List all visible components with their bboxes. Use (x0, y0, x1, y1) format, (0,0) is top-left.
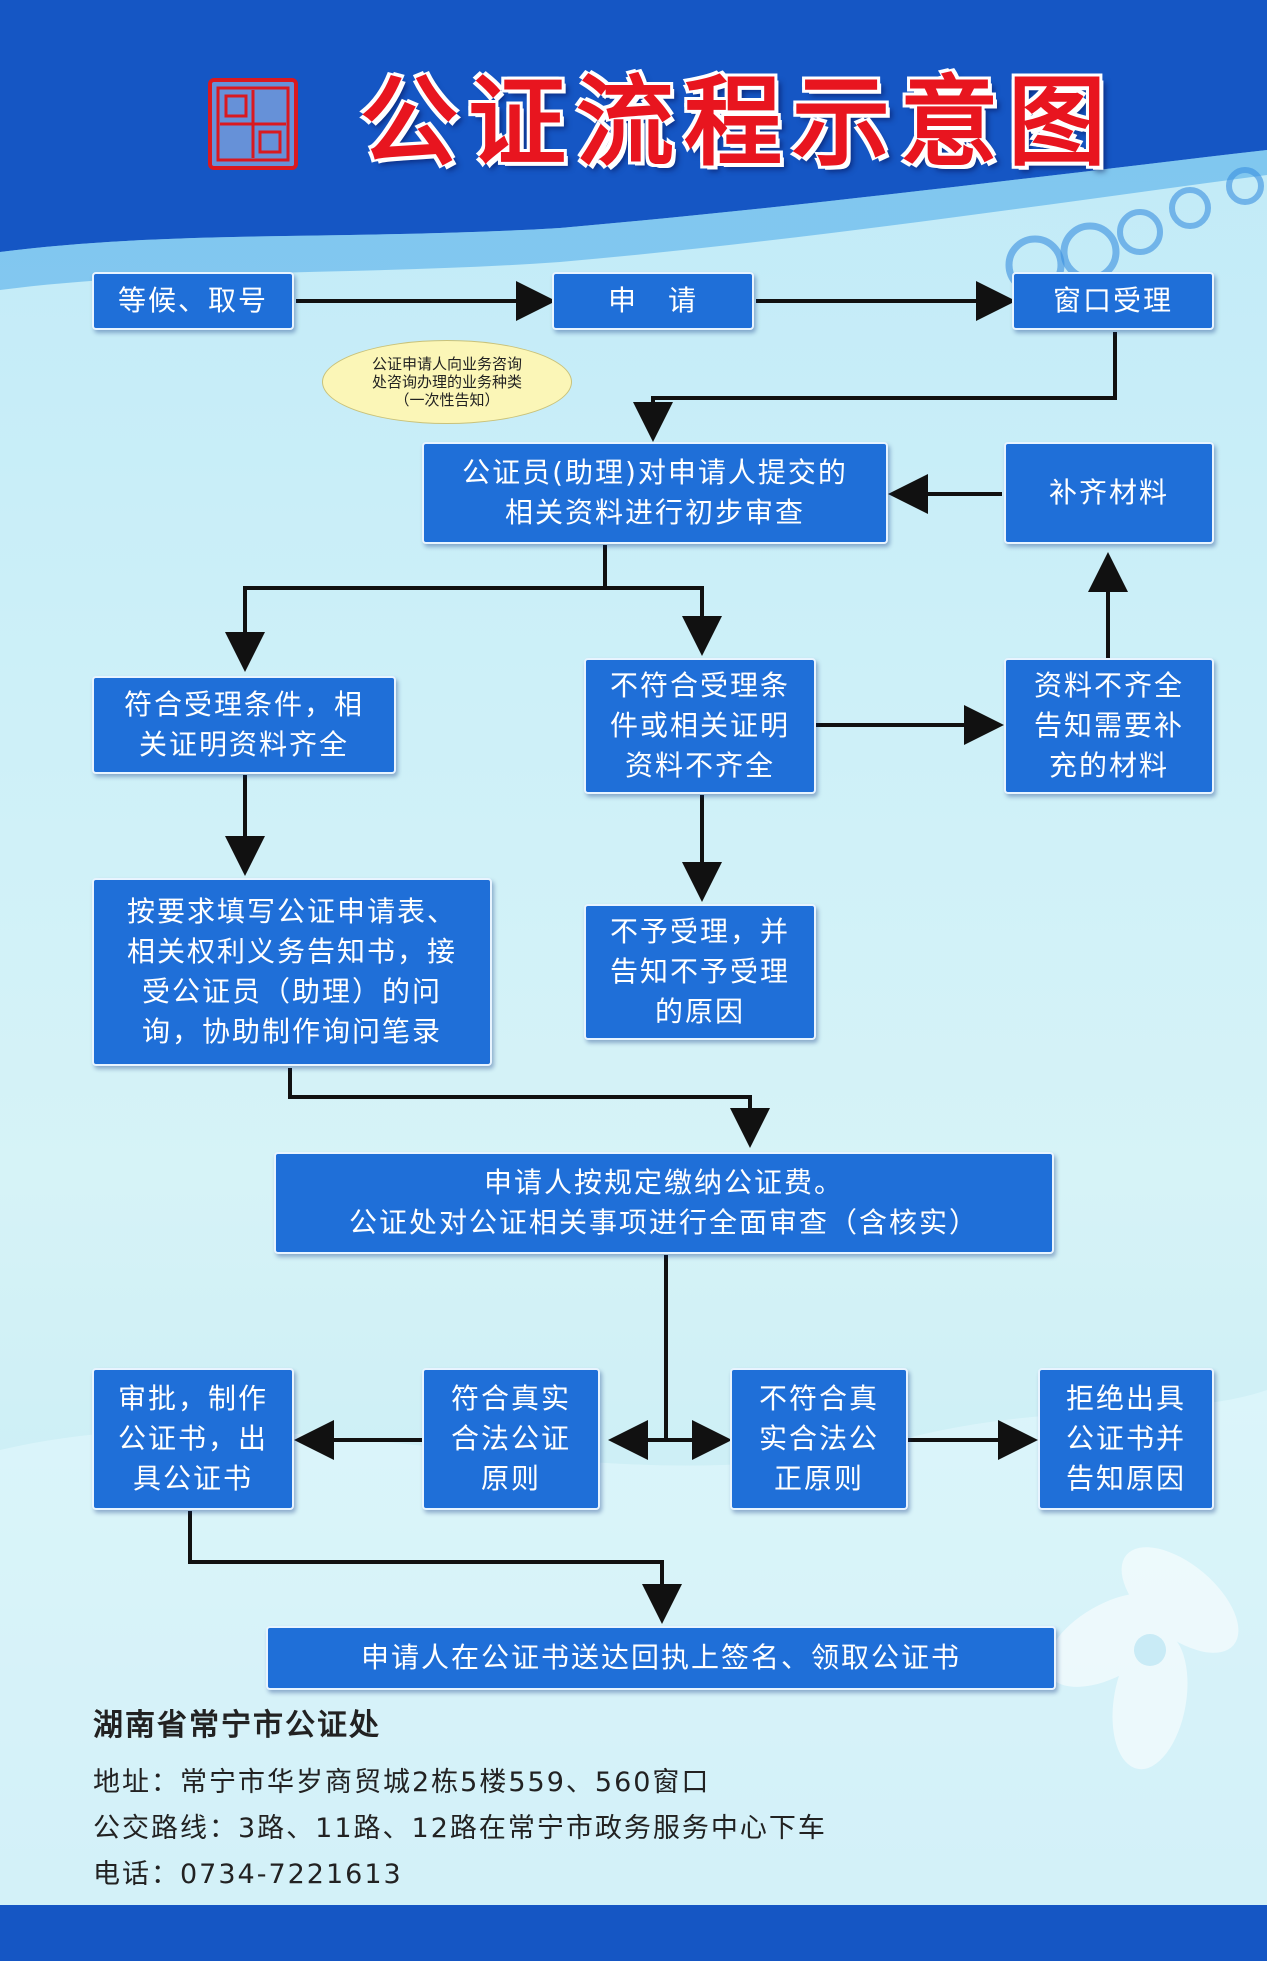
step-meets-principle: 符合真实 合法公证 原则 (422, 1368, 600, 1510)
bus-route: 公交路线：3路、11路、12路在常宁市政务服务中心下车 (93, 1806, 827, 1845)
step-refuse: 拒绝出具 公证书并 告知原因 (1038, 1368, 1214, 1510)
step-fill-forms-label: 按要求填写公证申请表、 相关权利义务告知书，接 受公证员（助理）的问 询，协助制… (127, 892, 457, 1052)
step-meets-principle-label: 符合真实 合法公证 原则 (451, 1379, 571, 1499)
step-preliminary-review: 公证员(助理)对申请人提交的 相关资料进行初步审查 (422, 442, 888, 544)
office-phone: 电话：0734-7221613 (93, 1852, 403, 1891)
step-supplement: 补齐材料 (1004, 442, 1214, 544)
step-not-meets-conditions: 不符合受理条 件或相关证明 资料不齐全 (584, 658, 816, 794)
step-not-accepted: 不予受理，并 告知不予受理 的原因 (584, 904, 816, 1040)
step-notify-supplement-label: 资料不齐全 告知需要补 充的材料 (1034, 666, 1184, 786)
step-notify-supplement: 资料不齐全 告知需要补 充的材料 (1004, 658, 1214, 794)
step-approve-issue: 审批，制作 公证书，出 具公证书 (92, 1368, 294, 1510)
step-pay-review: 申请人按规定缴纳公证费。 公证处对公证相关事项进行全面审查（含核实） (274, 1152, 1054, 1254)
step-meets-conditions-label: 符合受理条件，相 关证明资料齐全 (124, 685, 364, 765)
consultation-callout-text: 公证申请人向业务咨询 处咨询办理的业务种类 （一次性告知） (372, 355, 522, 409)
step-apply-label: 申 请 (608, 281, 698, 321)
step-wait-number: 等候、取号 (92, 272, 294, 330)
step-pay-review-label: 申请人按规定缴纳公证费。 公证处对公证相关事项进行全面审查（含核实） (349, 1163, 979, 1243)
step-apply: 申 请 (552, 272, 754, 330)
bottom-bar (0, 1905, 1267, 1961)
step-not-accepted-label: 不予受理，并 告知不予受理 的原因 (610, 912, 790, 1032)
step-not-meets-conditions-label: 不符合受理条 件或相关证明 资料不齐全 (610, 666, 790, 786)
step-sign-receive: 申请人在公证书送达回执上签名、领取公证书 (266, 1626, 1056, 1690)
step-refuse-label: 拒绝出具 公证书并 告知原因 (1066, 1379, 1186, 1499)
step-fill-forms: 按要求填写公证申请表、 相关权利义务告知书，接 受公证员（助理）的问 询，协助制… (92, 878, 492, 1066)
office-address: 地址：常宁市华岁商贸城2栋5楼559、560窗口 (93, 1760, 710, 1799)
step-supplement-label: 补齐材料 (1049, 473, 1169, 513)
consultation-callout: 公证申请人向业务咨询 处咨询办理的业务种类 （一次性告知） (322, 340, 572, 424)
office-name: 湖南省常宁市公证处 (93, 1700, 381, 1744)
step-sign-receive-label: 申请人在公证书送达回执上签名、领取公证书 (361, 1638, 961, 1678)
step-window-accept: 窗口受理 (1012, 272, 1214, 330)
step-approve-issue-label: 审批，制作 公证书，出 具公证书 (118, 1379, 268, 1499)
step-meets-conditions: 符合受理条件，相 关证明资料齐全 (92, 676, 396, 774)
step-not-meets-principle-label: 不符合真 实合法公 正原则 (759, 1379, 879, 1499)
step-window-accept-label: 窗口受理 (1053, 281, 1173, 321)
step-wait-number-label: 等候、取号 (118, 281, 268, 321)
step-preliminary-review-label: 公证员(助理)对申请人提交的 相关资料进行初步审查 (462, 453, 848, 533)
step-not-meets-principle: 不符合真 实合法公 正原则 (730, 1368, 908, 1510)
